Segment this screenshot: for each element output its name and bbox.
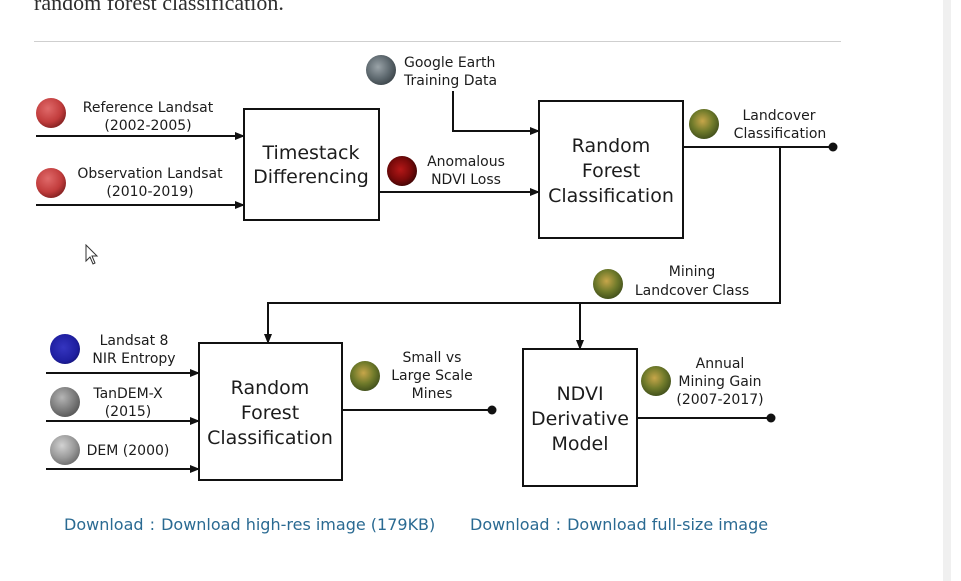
annual-mining-gain-thumbnail-icon bbox=[641, 366, 671, 396]
label-small-vs-large-scale-mines: Small vs Large Scale Mines bbox=[391, 350, 473, 402]
svg-text:(2002-2005): (2002-2005) bbox=[104, 118, 191, 134]
svg-text:Random: Random bbox=[572, 135, 651, 157]
svg-text:Forest: Forest bbox=[241, 402, 299, 424]
svg-text:Landsat 8: Landsat 8 bbox=[100, 333, 169, 349]
svg-text:(2015): (2015) bbox=[105, 404, 152, 420]
small-large-mines-thumbnail-icon bbox=[350, 361, 380, 391]
svg-text:DEM (2000): DEM (2000) bbox=[87, 443, 170, 459]
timestack-differencing-box: Timestack Differencing bbox=[243, 108, 380, 221]
random-forest-bottom-box: Random Forest Classification bbox=[198, 342, 343, 481]
landsat8-thumbnail-icon bbox=[50, 334, 80, 364]
page-scrollbar[interactable] bbox=[943, 0, 951, 581]
svg-text:NIR Entropy: NIR Entropy bbox=[92, 351, 175, 367]
svg-text:Annual: Annual bbox=[696, 356, 745, 372]
label-annual-mining-gain: Annual Mining Gain (2007-2017) bbox=[676, 356, 763, 408]
svg-text:Large Scale: Large Scale bbox=[391, 368, 473, 384]
svg-text:Mines: Mines bbox=[412, 386, 453, 402]
svg-text:Small vs: Small vs bbox=[403, 350, 462, 366]
label-landsat8-nir-entropy: Landsat 8 NIR Entropy bbox=[92, 333, 175, 367]
svg-text:Google Earth: Google Earth bbox=[404, 55, 495, 71]
label-reference-landsat: Reference Landsat (2002-2005) bbox=[83, 100, 214, 134]
reference-landsat-thumbnail-icon bbox=[36, 98, 66, 128]
svg-text:(2010-2019): (2010-2019) bbox=[106, 184, 193, 200]
ndvi-derivative-model-box: NDVI Derivative Model bbox=[522, 348, 638, 487]
mining-class-thumbnail-icon bbox=[593, 269, 623, 299]
svg-text:Timestack: Timestack bbox=[262, 142, 360, 164]
svg-text:Derivative: Derivative bbox=[531, 408, 629, 430]
svg-text:Mining Gain: Mining Gain bbox=[678, 374, 761, 390]
dem-thumbnail-icon bbox=[50, 435, 80, 465]
tandem-x-thumbnail-icon bbox=[50, 387, 80, 417]
anomalous-ndvi-thumbnail-icon bbox=[387, 156, 417, 186]
download-high-res-text: Download high-res image (179KB) bbox=[161, 515, 436, 534]
mouse-pointer-icon bbox=[85, 244, 99, 265]
article-text-fragment: random forest classification. bbox=[34, 0, 284, 15]
label-anomalous-ndvi-loss: Anomalous NDVI Loss bbox=[427, 154, 505, 188]
label-mining-landcover-class: Mining Landcover Class bbox=[635, 264, 749, 299]
label-dem: DEM (2000) bbox=[87, 443, 170, 459]
download-full-size-link[interactable]: Download : Download full-size image bbox=[470, 515, 769, 534]
svg-text:Forest: Forest bbox=[582, 160, 640, 182]
google-earth-thumbnail-icon bbox=[366, 55, 396, 85]
svg-text:Landcover Class: Landcover Class bbox=[635, 283, 749, 299]
svg-text:Mining: Mining bbox=[669, 264, 716, 280]
svg-text:Classification: Classification bbox=[734, 126, 827, 142]
label-google-earth: Google Earth Training Data bbox=[403, 55, 497, 89]
download-prefix: Download bbox=[64, 515, 144, 534]
download-full-size-text: Download full-size image bbox=[567, 515, 769, 534]
random-forest-top-box: Random Forest Classification bbox=[538, 100, 684, 239]
svg-text:Landcover: Landcover bbox=[742, 108, 815, 124]
svg-text:Anomalous: Anomalous bbox=[427, 154, 505, 170]
svg-text:(2007-2017): (2007-2017) bbox=[676, 392, 763, 408]
svg-text:Classification: Classification bbox=[548, 185, 674, 207]
download-prefix: Download bbox=[470, 515, 550, 534]
label-tandem-x: TanDEM-X (2015) bbox=[92, 386, 163, 420]
download-high-res-link[interactable]: Download : Download high-res image (179K… bbox=[64, 515, 436, 534]
svg-text:Training Data: Training Data bbox=[403, 73, 497, 89]
svg-text:NDVI Loss: NDVI Loss bbox=[431, 172, 501, 188]
landcover-classification-thumbnail-icon bbox=[689, 109, 719, 139]
svg-text:Classification: Classification bbox=[207, 427, 333, 449]
svg-text:Observation Landsat: Observation Landsat bbox=[77, 166, 223, 182]
svg-text:Random: Random bbox=[231, 377, 310, 399]
observation-landsat-thumbnail-icon bbox=[36, 168, 66, 198]
svg-text:Reference Landsat: Reference Landsat bbox=[83, 100, 214, 116]
svg-text:TanDEM-X: TanDEM-X bbox=[92, 386, 163, 402]
svg-text:Model: Model bbox=[551, 433, 608, 455]
label-landcover-classification: Landcover Classification bbox=[734, 108, 827, 142]
section-divider bbox=[34, 41, 841, 42]
svg-text:Differencing: Differencing bbox=[253, 166, 369, 188]
svg-text:NDVI: NDVI bbox=[556, 383, 603, 405]
label-observation-landsat: Observation Landsat (2010-2019) bbox=[77, 166, 223, 200]
